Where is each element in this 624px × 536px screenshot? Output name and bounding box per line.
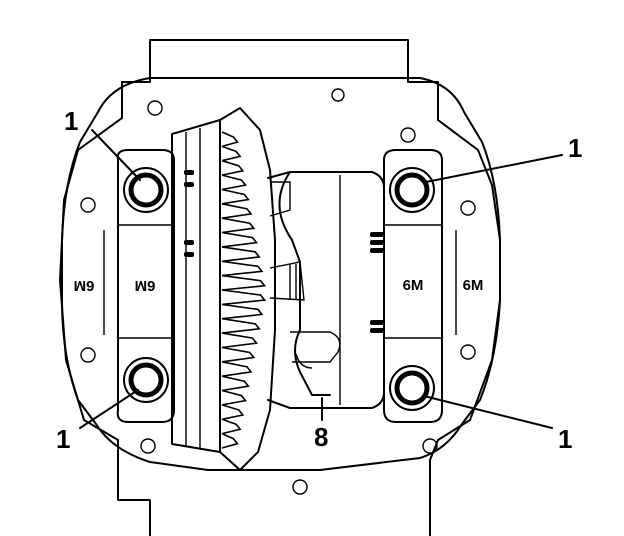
cover-bolt-holes	[80, 88, 476, 495]
ring-gear-teeth	[221, 131, 267, 449]
gear-tooth	[221, 332, 259, 349]
callout-bolt-top-left: 1	[64, 106, 78, 136]
callout-bolt-bottom-right: 1	[558, 424, 572, 454]
cap-bolt-top-right	[389, 167, 435, 213]
gear-tooth	[221, 131, 239, 148]
callout-bolt-top-right: 1	[568, 133, 582, 163]
gear-tooth	[221, 174, 247, 191]
gear-tooth	[221, 289, 267, 306]
gear-tooth	[221, 188, 250, 205]
gear-tooth	[221, 159, 245, 176]
left-bearing-cap	[103, 149, 175, 423]
gear-tooth	[221, 274, 267, 291]
cap-bolt-top-left	[123, 167, 169, 213]
gear-tooth	[221, 375, 250, 392]
gear-tooth	[221, 432, 239, 449]
callout-differential-case: 8	[314, 422, 328, 452]
callout-bolt-bottom-left: 1	[56, 424, 70, 454]
leader-lines	[79, 129, 563, 429]
gear-tooth	[221, 418, 242, 435]
stamp-left-outer: 6M	[74, 277, 95, 294]
pinion-detail	[269, 181, 305, 301]
gear-tooth	[221, 231, 259, 248]
side-bearing-rollers	[184, 170, 384, 333]
gear-tooth	[221, 404, 245, 421]
gear-tooth	[221, 260, 264, 277]
stamp-right-outer: 6M	[463, 277, 484, 294]
gear-tooth	[221, 203, 253, 219]
cap-bolt-bottom-right	[389, 365, 435, 411]
differential-case	[267, 171, 385, 409]
gear-tooth	[221, 389, 247, 406]
cap-bolt-bottom-left	[123, 357, 169, 403]
gear-tooth	[221, 317, 261, 334]
gear-tooth	[221, 246, 261, 263]
gear-tooth	[221, 361, 253, 377]
stamp-left-inner: 6M	[135, 277, 156, 294]
ring-gear	[171, 107, 276, 471]
axle-housing-outline	[59, 39, 501, 536]
gear-tooth	[221, 346, 256, 363]
housing-cover-flange	[61, 77, 501, 471]
gear-tooth	[221, 217, 256, 234]
gear-tooth	[221, 145, 242, 162]
stamp-right-inner: 6M	[403, 277, 424, 294]
gear-tooth	[221, 303, 264, 320]
right-bearing-cap	[383, 149, 457, 423]
